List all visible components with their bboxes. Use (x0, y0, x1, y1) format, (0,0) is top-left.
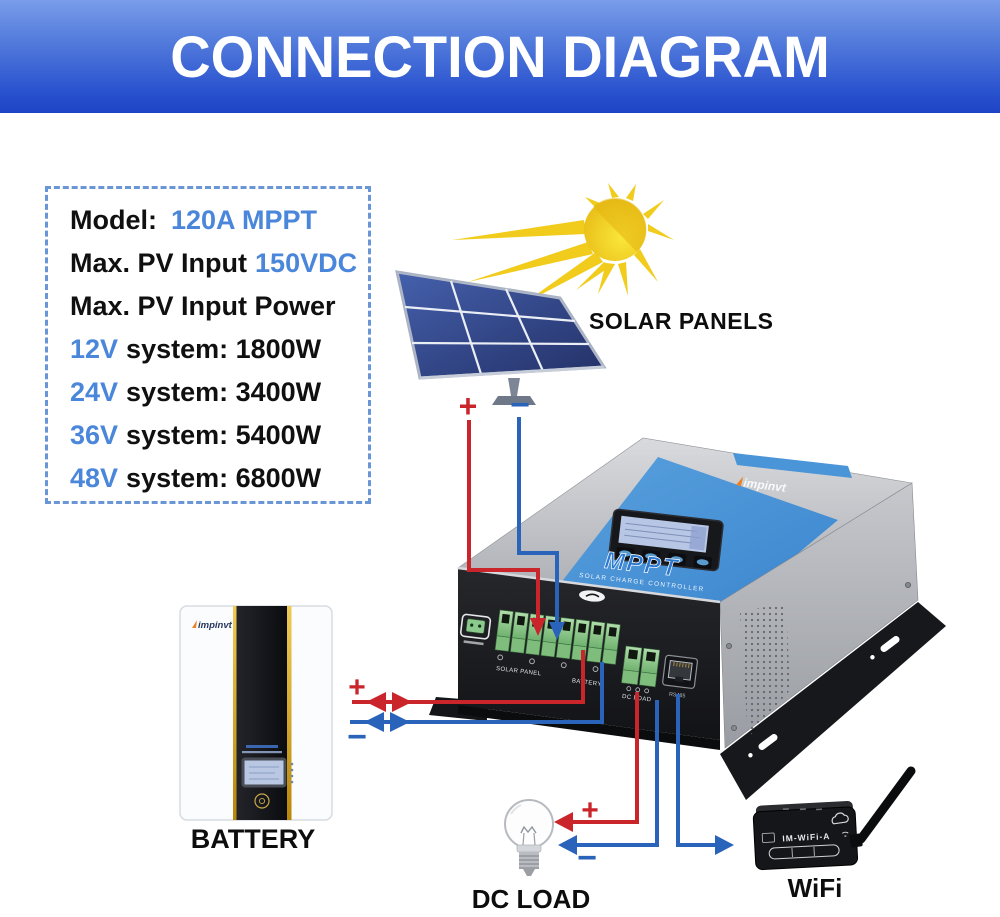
spec-pv-input-label: Max. PV Input (70, 248, 248, 278)
spec-voltage: 48V (70, 463, 119, 493)
spec-detail: system: 1800W (126, 334, 322, 364)
battery-illustration: impinvt (179, 605, 333, 821)
wifi-label: WiFi (787, 873, 843, 903)
arrow-load-negative (558, 835, 577, 855)
dc-load-label: DC LOAD (471, 884, 591, 914)
polarity-symbols: + − + − + − (347, 386, 599, 877)
wire-comm (676, 694, 718, 847)
module-port-icon (761, 832, 775, 843)
spec-voltage: 12V (70, 334, 119, 364)
solar-panel-illustration (395, 270, 607, 405)
spec-model-label: Model: (70, 205, 157, 235)
title-banner: CONNECTION DIAGRAM (0, 0, 1000, 113)
wifi-antenna-icon (849, 766, 916, 848)
battery-minus-symbol: − (347, 718, 367, 756)
panel-pole (508, 378, 520, 396)
vent-holes (740, 603, 790, 738)
cloud-icon (831, 812, 849, 825)
wire-pv-positive (467, 420, 540, 620)
front-emblem-icon (579, 590, 605, 602)
battery-stripe (236, 606, 287, 820)
wire-battery-positive (352, 650, 585, 704)
battery-indicator-dots (290, 762, 294, 784)
sun-icon (452, 183, 674, 304)
spec-pv-input-value: 150VDC (255, 248, 358, 278)
battery-brand-logo: impinvt (192, 620, 233, 631)
battery-plus-symbol: + (348, 671, 366, 704)
wire-load-negative (572, 700, 659, 847)
spec-pv-power: Max. PV Input Power (70, 291, 358, 322)
wiring (350, 417, 734, 855)
pv-minus-symbol: − (510, 386, 530, 424)
charge-controller: impinvt MP (429, 437, 946, 800)
brand-mark-icon (736, 476, 744, 487)
wire-pv-negative (517, 417, 559, 624)
arrow-comm (715, 835, 734, 855)
aux-connector (459, 613, 492, 646)
controller-brand-logo: impinvt (736, 476, 788, 495)
spec-voltage: 36V (70, 420, 119, 450)
load-plus-symbol: + (581, 794, 599, 827)
controller-blue-band (733, 453, 852, 478)
lcd-display (608, 508, 724, 572)
arrow-pv-positive (530, 618, 546, 636)
spec-pv-power-label: Max. PV Input Power (70, 291, 336, 321)
page-title: CONNECTION DIAGRAM (170, 23, 830, 90)
terminal-label-battery: BATTERY (572, 678, 602, 688)
spec-voltage: 24V (70, 377, 119, 407)
spec-detail: system: 3400W (126, 377, 322, 407)
signal-icon (841, 831, 849, 837)
controller-brand-text: impinvt (743, 476, 788, 495)
wifi-module-illustration: IM-WiFi-A (752, 766, 916, 871)
spec-detail: system: 6800W (126, 463, 322, 493)
wire-battery-negative (350, 662, 604, 724)
terminal-screws (497, 654, 599, 672)
side-screws (726, 582, 912, 732)
solar-panels-label: SOLAR PANELS (589, 308, 774, 334)
battery-brand-text: impinvt (198, 620, 233, 631)
pv-plus-symbol: + (459, 388, 478, 424)
lcd-buttons (615, 546, 713, 570)
spec-detail: system: 5400W (126, 420, 322, 450)
brand-mark-icon (192, 620, 197, 628)
battery-emblem-icon (254, 793, 270, 809)
arrow-pv-negative (549, 622, 565, 640)
arrow-load-positive (554, 812, 573, 832)
wire-load-positive (568, 692, 639, 824)
light-bulb-icon (504, 799, 554, 876)
load-minus-symbol: − (577, 839, 597, 877)
wifi-model-text: IM-WiFi-A (782, 831, 831, 844)
terminal-label-solar-panel: SOLAR PANEL (496, 666, 542, 678)
spec-model: Model: 120A MPPT (70, 205, 358, 236)
spec-model-value: 120A MPPT (171, 205, 318, 235)
battery-label: BATTERY (190, 824, 316, 854)
panel-base (492, 396, 536, 405)
